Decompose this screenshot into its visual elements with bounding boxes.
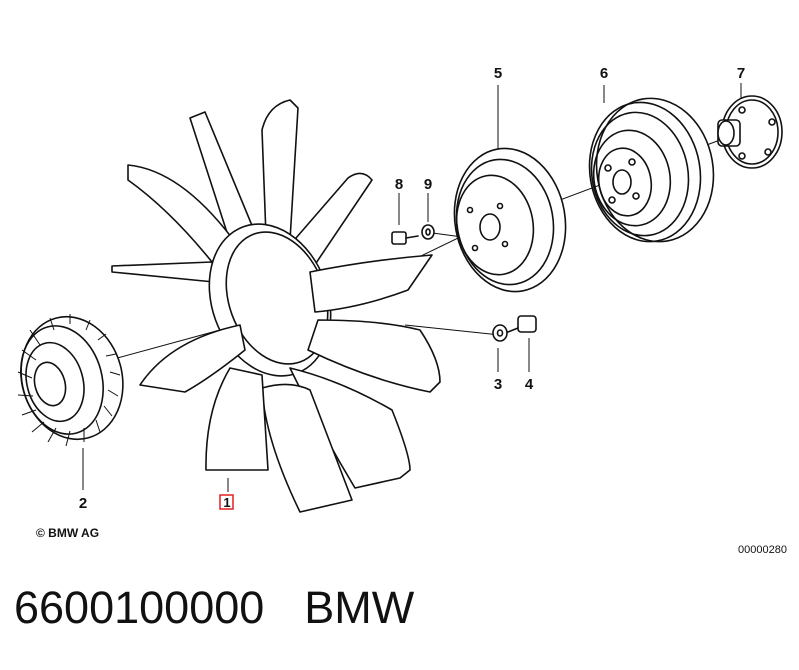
copyright-text: © BMW AG [36, 526, 99, 540]
pulley-5 [453, 147, 567, 293]
callout-3: 3 [494, 376, 502, 393]
callout-labels: 5 6 7 8 9 3 4 2 1 [79, 65, 745, 512]
callout-4: 4 [525, 376, 534, 393]
fan-blade-assembly [111, 99, 441, 513]
callout-1-highlight-box [219, 494, 234, 510]
callout-2: 2 [79, 495, 87, 512]
callout-6: 6 [600, 65, 608, 82]
fan-clutch [17, 314, 124, 447]
pulley-6 [588, 97, 715, 243]
callout-9: 9 [424, 176, 432, 193]
brand-name: BMW [304, 582, 415, 633]
hardware-fasteners [391, 224, 537, 342]
part-number: 6600100000 [14, 582, 265, 633]
hub-7 [717, 95, 783, 169]
callout-8: 8 [395, 176, 403, 193]
reference-code: 00000280 [738, 544, 787, 556]
part-number-line: 6600100000 BMW [14, 582, 414, 634]
callout-5: 5 [494, 65, 502, 82]
callout-1[interactable]: 1 [223, 495, 230, 510]
callout-7: 7 [737, 65, 745, 82]
